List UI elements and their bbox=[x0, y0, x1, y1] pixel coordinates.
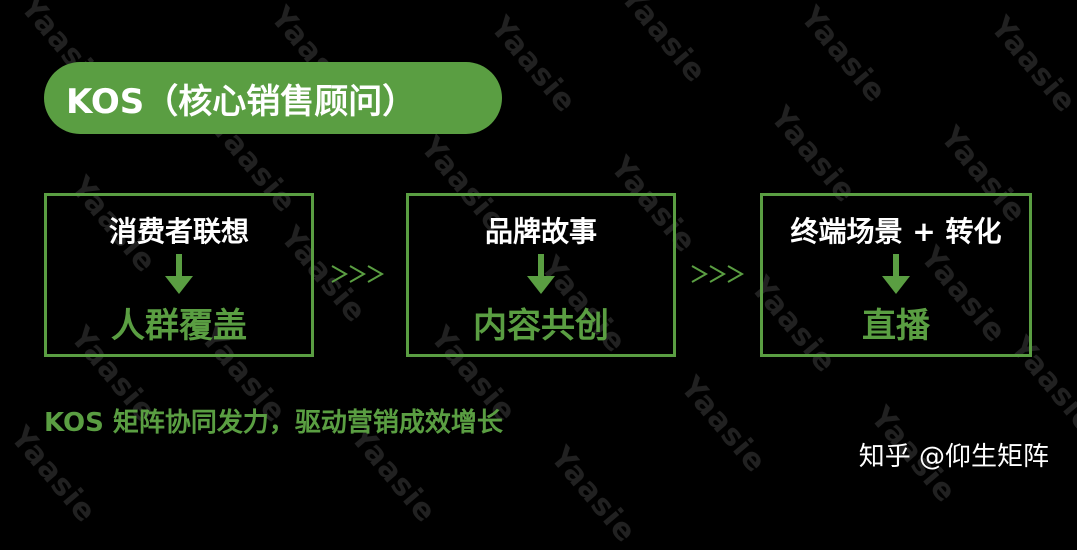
step-1-top-label: 消费者联想 bbox=[108, 215, 249, 248]
step-box-1: 消费者联想 人群覆盖 bbox=[44, 193, 314, 357]
watermark: Yaasie bbox=[793, 0, 894, 110]
source-credit: 知乎 @仰生矩阵 bbox=[858, 442, 1049, 472]
step-box-3: 终端场景 + 转化 直播 bbox=[760, 193, 1032, 357]
down-arrow-icon bbox=[165, 254, 193, 294]
watermark: Yaasie bbox=[983, 10, 1077, 120]
watermark: Yaasie bbox=[613, 0, 714, 90]
step-2-bottom-label: 内容共创 bbox=[473, 306, 609, 346]
step-2-top-label: 品牌故事 bbox=[484, 215, 597, 248]
watermark: Yaasie bbox=[543, 440, 644, 550]
triple-chevron-icon bbox=[331, 265, 385, 283]
step-box-2: 品牌故事 内容共创 bbox=[406, 193, 676, 357]
footer-statement: KOS 矩阵协同发力，驱动营销成效增长 bbox=[44, 408, 503, 438]
page-title: KOS（核心销售顾问） bbox=[66, 81, 417, 122]
step-3-top-label: 终端场景 + 转化 bbox=[790, 215, 1002, 248]
step-1-bottom-label: 人群覆盖 bbox=[111, 306, 247, 346]
watermark: Yaasie bbox=[673, 370, 774, 480]
triple-chevron-icon bbox=[691, 265, 745, 283]
step-3-bottom-label: 直播 bbox=[862, 306, 930, 346]
title-banner: KOS（核心销售顾问） bbox=[44, 62, 502, 134]
down-arrow-icon bbox=[882, 254, 910, 294]
down-arrow-icon bbox=[527, 254, 555, 294]
